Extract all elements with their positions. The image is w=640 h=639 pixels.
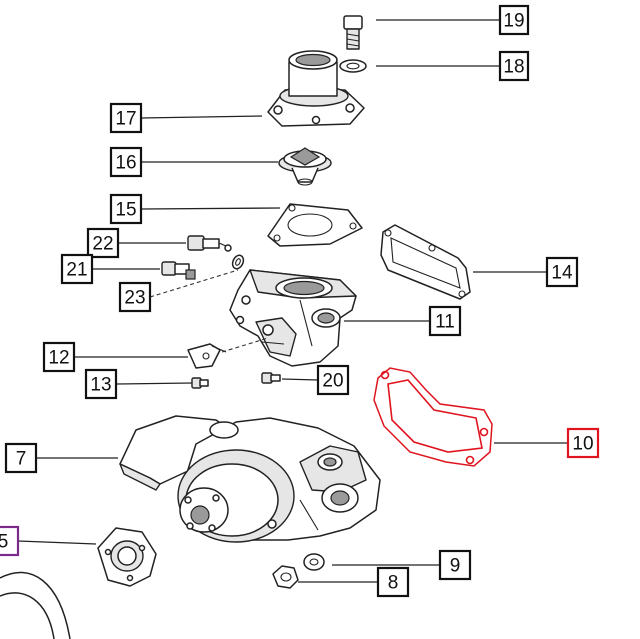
callout-19[interactable]: 19 <box>498 4 530 36</box>
callout-8-label: 8 <box>388 573 399 594</box>
part-23-seal[interactable] <box>231 254 246 271</box>
leader-lines <box>17 19 568 583</box>
callout-11[interactable]: 11 <box>428 305 462 337</box>
part-21-sensor[interactable] <box>161 261 196 280</box>
callout-23-label: 23 <box>124 288 145 309</box>
part-17-thermostat-cover[interactable] <box>267 50 365 127</box>
callout-5[interactable]: 5 <box>0 525 20 557</box>
part-7-water-pump[interactable] <box>119 415 381 543</box>
part-18-washer[interactable] <box>339 59 367 73</box>
callout-13-label: 13 <box>90 375 111 396</box>
callout-21-label: 21 <box>66 260 87 281</box>
callout-10[interactable]: 10 <box>566 427 600 459</box>
part-22-sensor[interactable] <box>187 235 232 252</box>
belt-ring <box>0 571 71 639</box>
callout-20[interactable]: 20 <box>316 364 350 396</box>
callout-5-label: 5 <box>0 532 8 553</box>
callout-22-label: 22 <box>92 234 113 255</box>
part-10-gasket[interactable] <box>373 367 493 467</box>
callout-23[interactable]: 23 <box>118 281 152 313</box>
callout-7-label: 7 <box>16 449 27 470</box>
callout-17-label: 17 <box>115 109 136 130</box>
callout-19-label: 19 <box>503 11 524 32</box>
callout-15[interactable]: 15 <box>109 193 143 225</box>
callout-16-label: 16 <box>115 153 136 174</box>
callout-14[interactable]: 14 <box>545 256 579 288</box>
part-19-bolt[interactable] <box>343 15 363 50</box>
callout-21[interactable]: 21 <box>60 253 94 285</box>
callout-17[interactable]: 17 <box>109 102 143 134</box>
part-15-gasket[interactable] <box>267 203 363 247</box>
callout-18-label: 18 <box>503 57 524 78</box>
callout-13[interactable]: 13 <box>84 368 118 400</box>
callout-18[interactable]: 18 <box>498 50 530 82</box>
part-11-thermostat-housing[interactable] <box>229 269 357 367</box>
part-16-thermostat[interactable] <box>278 147 332 186</box>
callout-16[interactable]: 16 <box>109 146 143 178</box>
callout-9[interactable]: 9 <box>438 549 472 581</box>
callout-22[interactable]: 22 <box>86 227 120 259</box>
callout-8[interactable]: 8 <box>376 566 410 598</box>
part-20-bolt[interactable] <box>261 372 281 384</box>
part-9-washer[interactable] <box>303 553 325 571</box>
callout-20-label: 20 <box>322 371 343 392</box>
part-13-bolt[interactable] <box>191 377 209 389</box>
part-14-gasket[interactable] <box>380 224 471 300</box>
callout-7[interactable]: 7 <box>4 442 38 474</box>
callout-14-label: 14 <box>551 263 573 284</box>
callout-9-label: 9 <box>450 556 461 577</box>
part-12-bracket[interactable] <box>187 343 227 369</box>
callout-11-label: 11 <box>435 312 455 333</box>
callout-10-label: 10 <box>572 434 593 455</box>
callout-15-label: 15 <box>115 200 136 221</box>
part-5-pulley-hub[interactable] <box>97 527 157 587</box>
part-8-nut[interactable] <box>272 565 299 589</box>
callout-12[interactable]: 12 <box>42 341 76 373</box>
callout-12-label: 12 <box>48 348 69 369</box>
